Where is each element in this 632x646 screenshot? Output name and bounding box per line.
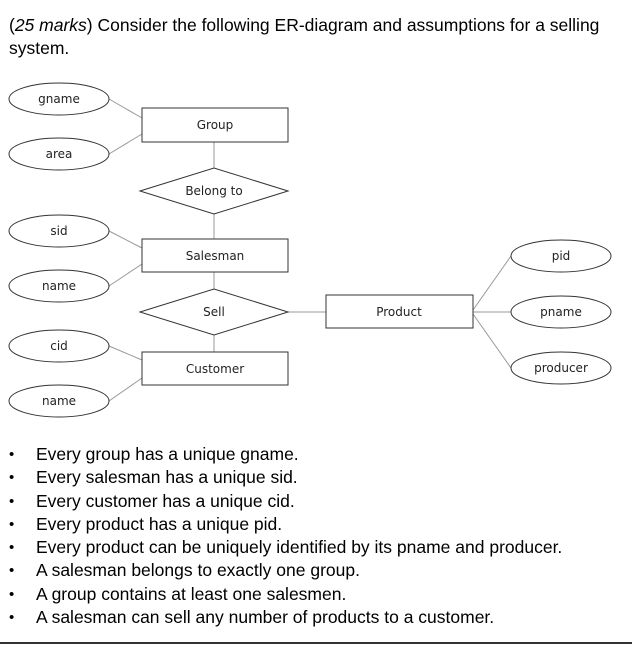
svg-text:name: name	[42, 279, 76, 293]
er-diagram: gname area sid name cid name pid pname p…	[8, 82, 612, 418]
attribute-sid: sid	[8, 214, 110, 248]
bullet-icon: •	[9, 446, 15, 463]
marks-label: 25 marks	[14, 15, 87, 35]
list-item: •Every salesman has a unique sid.	[0, 466, 632, 489]
attribute-area: area	[8, 137, 110, 171]
entity-product: Product	[325, 294, 474, 329]
entity-salesman: Salesman	[141, 238, 289, 273]
svg-text:Group: Group	[197, 118, 234, 132]
list-item: •Every product has a unique pid.	[0, 513, 632, 536]
attribute-salesman-name: name	[8, 269, 110, 303]
svg-text:pid: pid	[552, 249, 571, 263]
list-item: •A salesman belongs to exactly one group…	[0, 559, 632, 582]
attribute-customer-name: name	[8, 384, 110, 418]
list-item: •Every customer has a unique cid.	[0, 490, 632, 513]
list-item: •A salesman can sell any number of produ…	[0, 606, 632, 629]
svg-text:area: area	[46, 147, 73, 161]
assumptions-list: •Every group has a unique gname. •Every …	[0, 443, 632, 629]
bullet-icon: •	[9, 539, 15, 557]
svg-text:sid: sid	[50, 224, 67, 238]
list-item: •Every product can be uniquely identifie…	[0, 536, 632, 559]
list-item: •A group contains at least one salesmen.	[0, 583, 632, 606]
svg-text:Belong to: Belong to	[185, 184, 242, 198]
relationship-belong-to: Belong to	[138, 167, 290, 215]
svg-text:name: name	[42, 394, 76, 408]
attribute-producer: producer	[510, 351, 612, 385]
question-text: (25 marks) Consider the following ER-dia…	[9, 15, 600, 58]
bullet-icon: •	[9, 515, 15, 533]
list-item: •Every group has a unique gname.	[0, 443, 632, 466]
bullet-icon: •	[9, 609, 15, 627]
attribute-cid: cid	[8, 329, 110, 363]
svg-text:Customer: Customer	[186, 362, 244, 376]
attribute-gname: gname	[8, 82, 110, 116]
entity-group: Group	[141, 107, 289, 143]
connector-lines	[108, 98, 512, 402]
bullet-icon: •	[9, 492, 15, 510]
svg-text:pname: pname	[540, 305, 582, 319]
svg-text:gname: gname	[38, 92, 80, 106]
attribute-pid: pid	[510, 239, 612, 273]
svg-text:cid: cid	[50, 339, 68, 353]
bullet-icon: •	[9, 562, 15, 580]
bullet-icon: •	[9, 585, 15, 603]
svg-text:Sell: Sell	[203, 305, 225, 319]
bullet-icon: •	[9, 469, 15, 487]
entity-customer: Customer	[141, 351, 289, 386]
svg-text:Product: Product	[376, 305, 422, 319]
relationship-sell: Sell	[138, 288, 290, 336]
bottom-divider	[0, 642, 632, 644]
attribute-pname: pname	[510, 295, 612, 329]
svg-text:Salesman: Salesman	[186, 249, 245, 263]
svg-text:producer: producer	[534, 361, 588, 375]
